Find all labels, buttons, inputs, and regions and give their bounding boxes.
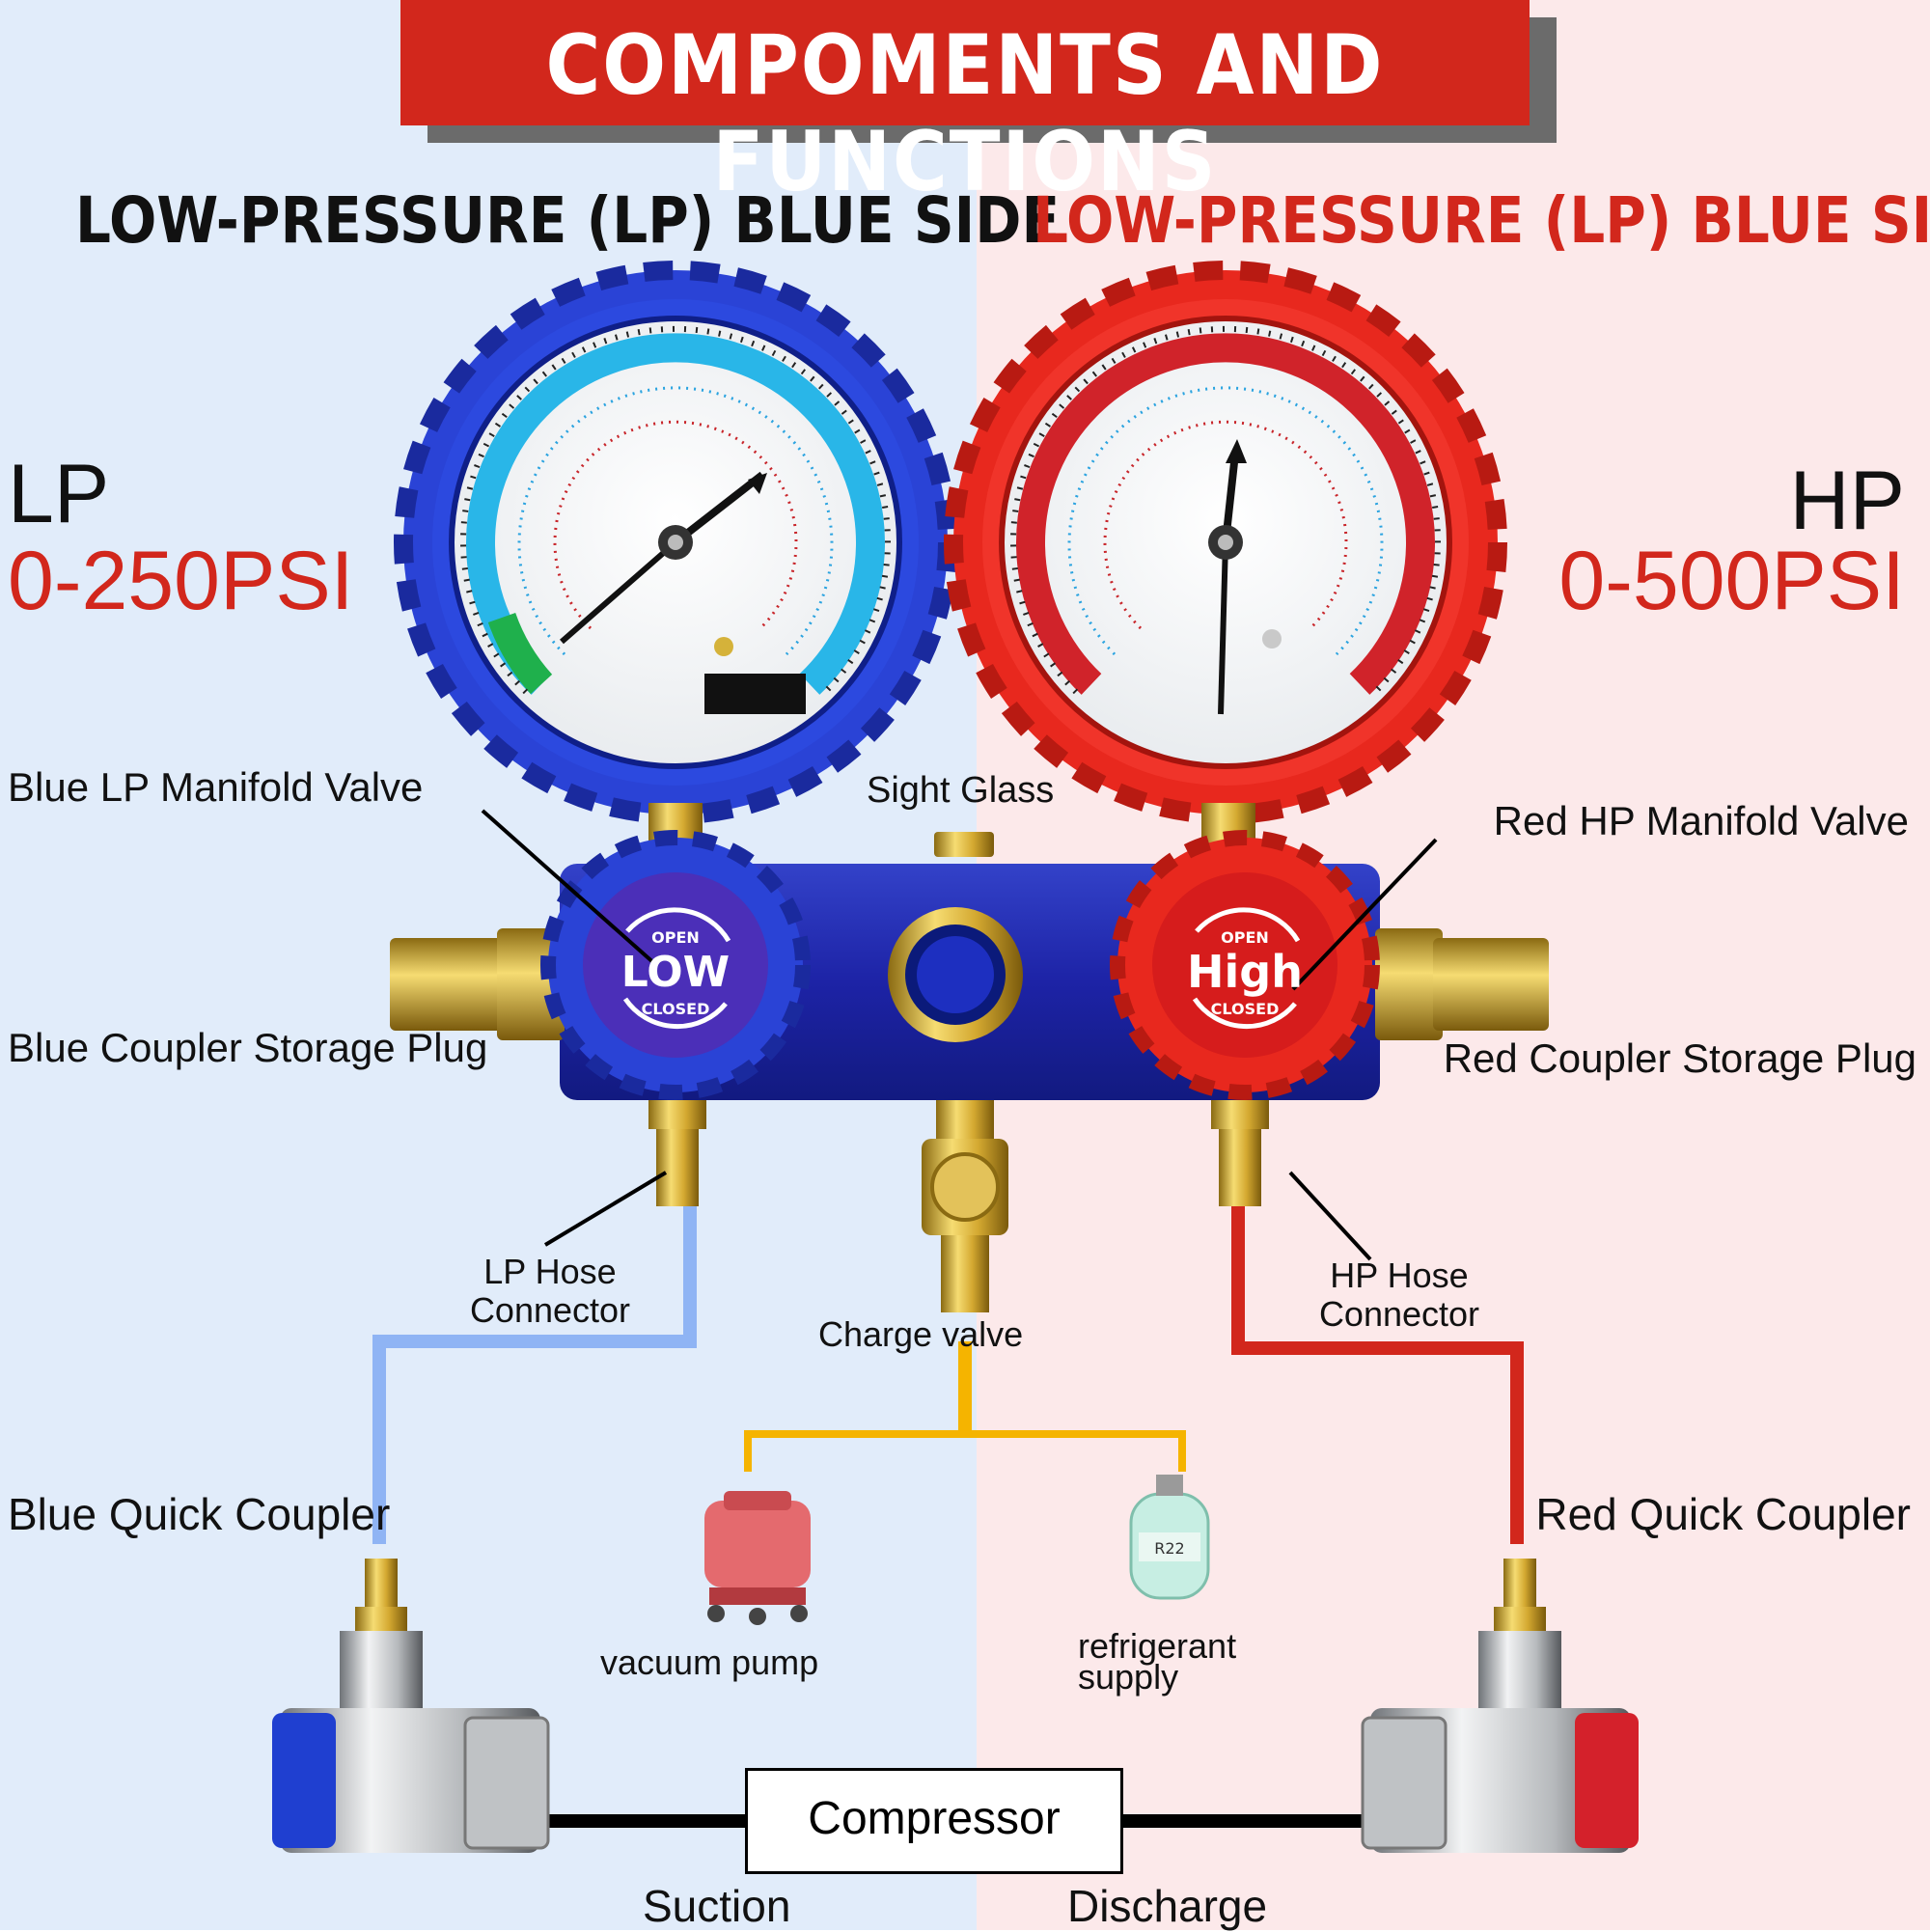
- svg-text:R22: R22: [1154, 1539, 1184, 1558]
- vacuum-pump-label: vacuum pump: [600, 1642, 819, 1682]
- lp-code: LP: [8, 448, 110, 540]
- red-quick-coupler: [1361, 1559, 1639, 1853]
- leader-lp-hose: [543, 1171, 668, 1247]
- refrigerant-label-line2: supply: [1078, 1657, 1179, 1697]
- leader-blue-lp-valve: [481, 809, 658, 967]
- charge-valve-label: Charge valve: [818, 1314, 1024, 1354]
- blue-quick-coupler: [272, 1559, 550, 1853]
- low-knob-main-text: LOW: [620, 948, 731, 997]
- suction-label: Suction: [643, 1881, 791, 1931]
- blue-coupler-storage-plug: [390, 928, 565, 1040]
- red-coupler-storage-plug: [1375, 928, 1549, 1040]
- sight-glass: [888, 907, 1023, 1042]
- low-pressure-gauge: [394, 261, 957, 824]
- vacuum-pump-icon: [704, 1491, 811, 1625]
- red-quick-coupler-label: Red Quick Coupler: [1535, 1489, 1911, 1539]
- lp-hose-label-line1: LP Hose: [483, 1252, 617, 1291]
- low-knob-open-text: OPEN: [651, 928, 700, 947]
- compressor-label: Compressor: [808, 1793, 1061, 1844]
- lp-hose-line: [372, 1177, 697, 1544]
- leader-red-hp-valve: [1291, 838, 1438, 991]
- hp-code: HP: [1789, 455, 1905, 547]
- banner-title: COMPOMENTS AND FUNCTIONS: [545, 17, 1385, 210]
- hp-hose-connector-label: HP Hose Connector: [1293, 1256, 1505, 1334]
- refrigerant-supply-label: refrigerant supply: [1078, 1626, 1237, 1697]
- lp-hose-label-line2: Connector: [469, 1290, 631, 1330]
- blue-quick-coupler-label: Blue Quick Coupler: [8, 1489, 391, 1539]
- lp-hose-connector: [648, 1100, 706, 1206]
- high-knob-main-text: High: [1187, 946, 1303, 998]
- sight-glass-cap: [934, 832, 994, 857]
- hp-hose-label-line2: Connector: [1318, 1294, 1480, 1334]
- red-hp-manifold-valve-label: Red HP Manifold Valve: [1493, 798, 1909, 843]
- blue-coupler-storage-plug-label: Blue Coupler Storage Plug: [8, 1025, 488, 1070]
- blue-lp-manifold-valve-label: Blue LP Manifold Valve: [8, 764, 424, 810]
- hp-hose-line: [1231, 1177, 1524, 1544]
- high-pressure-gauge: [944, 261, 1507, 824]
- hp-range: 0-500PSI: [1558, 535, 1905, 627]
- high-knob: [1110, 830, 1380, 1100]
- left-side-heading: LOW-PRESSURE (LP) BLUE SIDE: [75, 183, 1061, 258]
- hp-hose-label-line1: HP Hose: [1330, 1256, 1469, 1295]
- charge-branch-line: [744, 1430, 1186, 1472]
- low-knob-closed-text: CLOSED: [641, 1000, 710, 1018]
- low-knob: [540, 830, 811, 1100]
- right-side-heading: LOW-PRESSURE (LP) BLUE SIDE: [1033, 183, 1930, 258]
- refrigerant-cylinder-icon: R22: [1129, 1475, 1210, 1600]
- title-banner: COMPOMENTS AND FUNCTIONS: [400, 0, 1530, 210]
- sight-glass-label: Sight Glass: [867, 770, 1055, 811]
- charge-valve: [922, 1100, 1008, 1312]
- lp-range: 0-250PSI: [8, 535, 354, 627]
- lp-hose-connector-label: LP Hose Connector: [444, 1253, 656, 1330]
- compressor-box: Compressor: [745, 1768, 1123, 1874]
- high-knob-open-text: OPEN: [1221, 928, 1269, 947]
- leader-hp-hose: [1288, 1171, 1372, 1261]
- red-coupler-storage-plug-label: Red Coupler Storage Plug: [1443, 1035, 1916, 1081]
- discharge-label: Discharge: [1067, 1881, 1268, 1931]
- refrigerant-label-line1: refrigerant: [1078, 1626, 1237, 1666]
- high-knob-closed-text: CLOSED: [1210, 1000, 1280, 1018]
- hp-hose-connector: [1211, 1100, 1269, 1206]
